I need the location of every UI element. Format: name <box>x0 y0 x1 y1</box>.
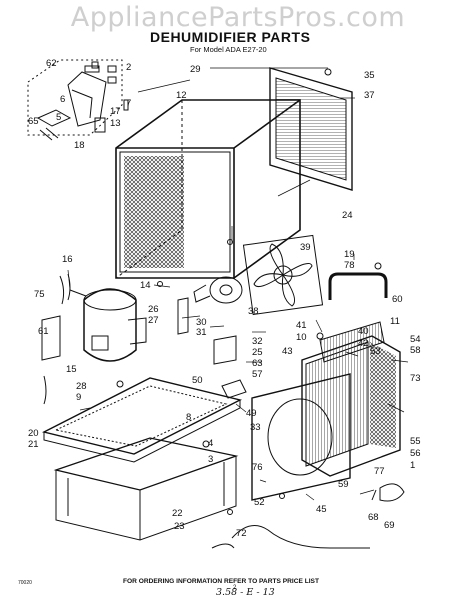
part-number: 40 <box>358 326 369 337</box>
coil-assembly <box>301 321 401 477</box>
part-number: 49 <box>246 408 257 419</box>
part-number: 9 <box>76 392 81 403</box>
part-number: 38 <box>248 306 259 317</box>
part-number: 33 <box>250 422 261 433</box>
corner-code: 70020 <box>18 580 32 586</box>
brackets <box>41 297 405 502</box>
base-pan <box>42 377 242 463</box>
part-number: 6 <box>60 94 65 105</box>
part-number: 65 <box>28 116 39 127</box>
part-number: 53 <box>370 346 381 357</box>
part-number: 1 <box>410 460 415 471</box>
part-number: 24 <box>342 210 353 221</box>
part-number: 42 <box>358 338 369 349</box>
part-number: 57 <box>252 369 263 380</box>
watermark: AppliancePartsPros.com <box>70 2 406 33</box>
part-number: 61 <box>38 326 49 337</box>
part-number: 11 <box>390 316 400 327</box>
part-number: 27 <box>148 315 159 326</box>
part-number: 62 <box>46 58 57 69</box>
diagram-subtitle: For Model ADA E27-20 <box>190 45 267 54</box>
louver-grille-panel <box>269 67 353 191</box>
part-number: 13 <box>110 118 121 129</box>
part-number: 72 <box>236 528 247 539</box>
fan-motor <box>193 276 243 304</box>
part-number: 3 <box>208 454 213 465</box>
part-number: 35 <box>364 70 375 81</box>
part-number: 14 <box>140 280 151 291</box>
part-number: 5 <box>56 112 61 123</box>
part-number: 54 <box>410 334 421 345</box>
part-number: 52 <box>254 497 265 508</box>
part-number: 17 <box>110 106 121 117</box>
compressor <box>69 288 147 362</box>
part-number: 10 <box>296 332 307 343</box>
part-number: 45 <box>316 504 327 515</box>
part-number: 25 <box>252 347 263 358</box>
control-box-group <box>27 59 123 141</box>
part-number: 75 <box>34 289 45 300</box>
part-number: 68 <box>368 512 379 523</box>
part-number: 59 <box>338 479 349 490</box>
part-number: 56 <box>410 448 421 459</box>
part-number: 63 <box>252 358 263 369</box>
part-number: 39 <box>300 242 311 253</box>
part-number: 41 <box>296 320 307 331</box>
part-number: 77 <box>374 466 385 477</box>
page-number: 2 <box>233 585 237 591</box>
part-number: 22 <box>172 508 183 519</box>
part-number: 32 <box>252 336 263 347</box>
part-number: 55 <box>410 436 421 447</box>
part-number: 28 <box>76 381 87 392</box>
part-number: 20 <box>28 428 39 439</box>
cabinet <box>115 99 301 279</box>
part-number: 69 <box>384 520 395 531</box>
part-number: 26 <box>148 304 159 315</box>
part-number: 21 <box>28 439 39 450</box>
part-number: 4 <box>208 438 213 449</box>
part-number: 76 <box>252 462 263 473</box>
diagram-title: DEHUMIDIFIER PARTS <box>150 29 311 45</box>
part-number: 43 <box>282 346 293 357</box>
part-number: 8 <box>186 412 191 423</box>
part-number: 16 <box>62 254 73 265</box>
part-number: 2 <box>126 62 131 73</box>
part-number: 50 <box>192 375 203 386</box>
part-number: 19 <box>344 249 355 260</box>
hardware-parts <box>91 61 382 515</box>
part-number: 78 <box>344 260 355 271</box>
part-number: 7 <box>126 98 131 109</box>
part-number: 15 <box>66 364 77 375</box>
handwritten-code: 3.58 - E - 13 <box>216 587 275 598</box>
part-number: 37 <box>364 90 375 101</box>
part-callouts: 62 2 6 7 17 13 5 65 18 29 35 37 12 24 39… <box>28 58 421 539</box>
base-frame <box>53 437 239 541</box>
part-number: 58 <box>410 345 421 356</box>
leader-lines <box>67 67 409 501</box>
drain-tube <box>328 272 388 300</box>
fan-blade <box>242 234 324 316</box>
part-number: 18 <box>74 140 85 151</box>
part-number: 12 <box>176 90 187 101</box>
part-number: 30 <box>196 317 207 328</box>
part-number: 31 <box>196 327 207 338</box>
ordering-note: FOR ORDERING INFORMATION REFER TO PARTS … <box>123 578 319 585</box>
part-number: 23 <box>174 521 185 532</box>
part-number: 60 <box>392 294 403 305</box>
part-number: 29 <box>190 64 201 75</box>
part-number: 73 <box>410 373 421 384</box>
fan-shroud <box>251 373 351 501</box>
